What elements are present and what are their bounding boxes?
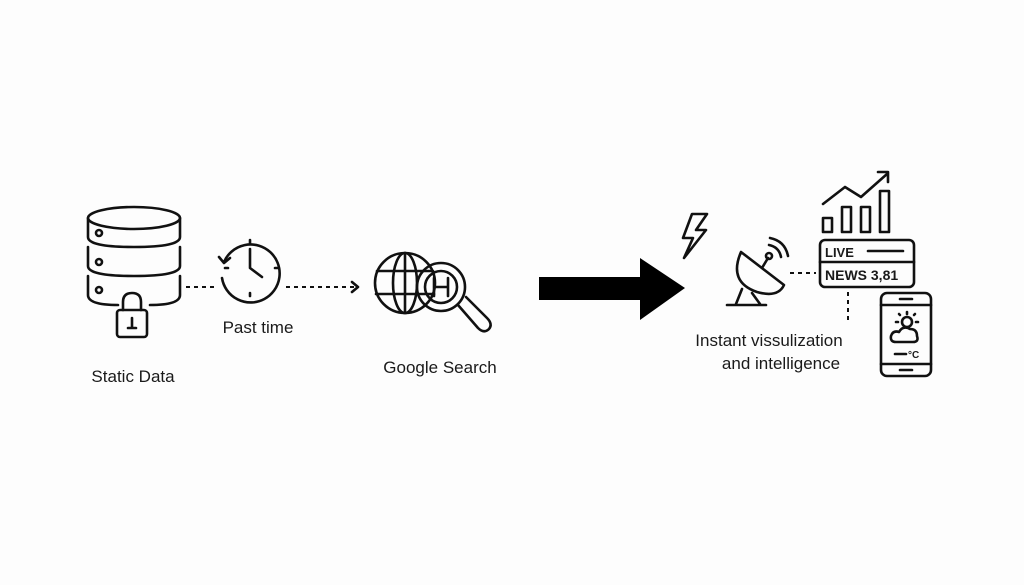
trend-arrow-icon bbox=[821, 170, 890, 206]
google-search-label: Google Search bbox=[383, 358, 496, 377]
arrow-right-icon bbox=[539, 258, 685, 320]
satellite-dish-icon bbox=[725, 236, 790, 307]
instant-label-line2: and intelligence bbox=[722, 354, 840, 373]
magnifier-icon bbox=[415, 261, 492, 333]
past-time-label: Past time bbox=[223, 318, 294, 337]
bar-chart-icon bbox=[821, 189, 891, 234]
instant-label-line1: Instant vissulization bbox=[695, 331, 842, 350]
arrowhead-icon bbox=[350, 280, 360, 294]
live-label: LIVE bbox=[825, 245, 854, 260]
static-data-label: Static Data bbox=[91, 367, 175, 386]
temperature-unit: °C bbox=[908, 350, 919, 361]
database-icon bbox=[86, 205, 182, 307]
news-ticker-icon bbox=[818, 238, 916, 289]
phone-weather-icon bbox=[879, 291, 933, 378]
lightning-icon bbox=[681, 212, 709, 260]
clock-icon bbox=[217, 238, 281, 304]
news-ticker-text: NEWS 3,81 bbox=[825, 267, 898, 283]
lock-icon bbox=[115, 291, 149, 339]
